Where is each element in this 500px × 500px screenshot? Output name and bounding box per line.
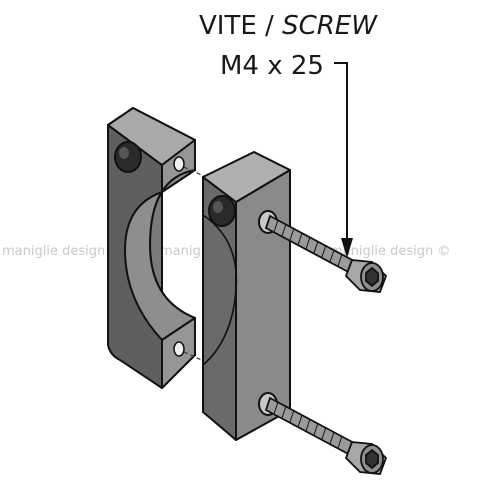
callout-leader-line [334, 62, 348, 252]
right-clamp-half [202, 151, 291, 441]
callout-word-vite: VITE / [199, 11, 282, 41]
watermark-text-3: maniglie design © [330, 244, 450, 259]
callout-arrowhead [341, 238, 353, 258]
lower-screw [264, 396, 388, 475]
callout-word-screw: SCREW [282, 11, 378, 41]
callout-line-1: VITE / SCREW [199, 11, 378, 41]
upper-screw [264, 214, 388, 293]
callout-line-2: M4 x 25 [220, 51, 324, 81]
watermark-text-1: maniglie design © [2, 244, 122, 259]
left-clamp-half [107, 107, 196, 389]
screw-callout: VITE / SCREW M4 x 25 [199, 11, 378, 258]
